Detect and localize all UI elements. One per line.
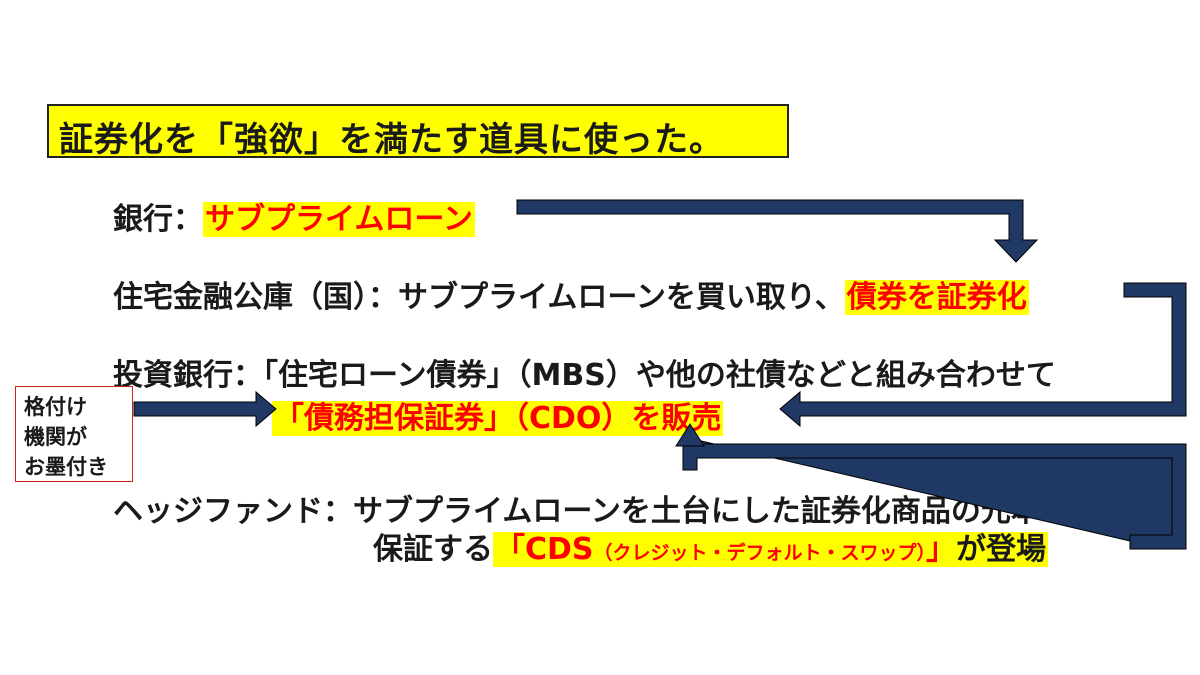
page-title: 証券化を「強欲」を満たす道具に使った。 [59,120,724,160]
cds-sub: （クレジット・デフォルト・スワップ） [593,542,927,564]
housing-label: 住宅金融公庫（国）：サブプライムローンを買い取り、 [113,280,845,315]
ib-line: 投資銀行：「住宅ローン債券」（MBS）や他の社債などと組み合わせて [113,350,1056,394]
rating-agency-box: 格付け 機関が お墨付き [15,386,133,482]
cds-main: 「CDS [495,532,594,567]
arrow-cds-frame [682,443,1187,550]
arrow-housing-to-cdo [779,282,1187,428]
guarantee-label: 保証する [373,532,493,567]
ib-label: 投資銀行：「住宅ローン債券」（MBS）や他の社債などと組み合わせて [113,358,1056,393]
arrow-rating-to-cdo [133,390,277,428]
cdo-line: 「債務担保証券」（CDO）を販売 [272,393,724,437]
cdo-label: 「債務担保証券」（CDO）を販売 [272,401,724,436]
bank-label: 銀行： [113,202,203,237]
hedge-label: ヘッジファンド：サブプライムローンを土台にした証券化商品の元本を [113,494,1071,529]
hedge-line: ヘッジファンド：サブプライムローンを土台にした証券化商品の元本を [113,486,1071,530]
housing-action: 債券を証券化 [844,280,1029,315]
cds-end: 」 [926,532,957,567]
cds-line: 保証する「CDS（クレジット・デフォルト・スワップ）」が登場 [373,524,1049,568]
bank-line: 銀行：サブプライムローン [113,194,475,238]
cds-appear: が登場 [956,532,1047,567]
rating-line-2: 機関が [24,425,87,449]
title-box: 証券化を「強欲」を満たす道具に使った。 [47,104,789,160]
arrow-cds-head [675,423,705,447]
arrow-bank-to-housing [516,199,1039,263]
rating-line-1: 格付け [24,395,87,419]
rating-line-3: お墨付き [24,455,108,479]
cds-highlight: 「CDS（クレジット・デフォルト・スワップ）」が登場 [493,532,1049,567]
housing-line: 住宅金融公庫（国）：サブプライムローンを買い取り、債券を証券化 [113,272,1029,316]
bank-product: サブプライムローン [203,202,475,237]
